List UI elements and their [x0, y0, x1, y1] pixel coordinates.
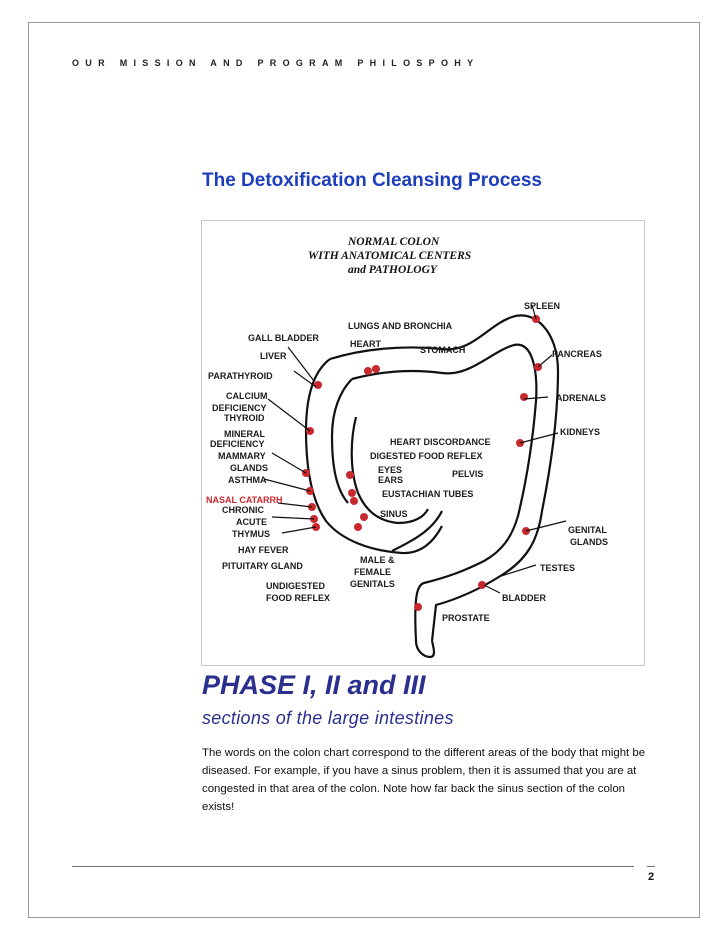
label-hay-fever: HAY FEVER — [238, 545, 289, 555]
label-glands-2: GLANDS — [570, 537, 608, 547]
phase-heading: PHASE I, II and III — [202, 670, 426, 700]
label-mammary: MAMMARY — [218, 451, 266, 461]
label-heart: HEART — [350, 339, 382, 349]
label-heart-discordance: HEART DISCORDANCE — [390, 437, 491, 447]
label-mineral: MINERAL — [224, 429, 265, 439]
label-female: FEMALE — [354, 567, 391, 577]
label-thymus: THYMUS — [232, 529, 270, 539]
label-sinus: SINUS — [380, 509, 408, 519]
label-eustachian-tubes: EUSTACHIAN TUBES — [382, 489, 473, 499]
chart-title-line-3: and PATHOLOGY — [348, 264, 438, 276]
label-nasal-catarrh: NASAL CATARRH — [206, 495, 283, 505]
leader-lines — [263, 304, 567, 594]
label-testes: TESTES — [540, 563, 575, 573]
label-pelvis: PELVIS — [452, 469, 483, 479]
body-paragraph: The words on the colon chart correspond … — [202, 747, 646, 813]
label-undigested: UNDIGESTED — [266, 581, 326, 591]
label-lungs: LUNGS AND BRONCHIA — [348, 321, 453, 331]
colon-outline — [304, 314, 560, 659]
label-stomach: STOMACH — [420, 345, 465, 355]
label-chronic: CHRONIC — [222, 505, 264, 515]
label-kidneys: KIDNEYS — [560, 427, 600, 437]
label-digested-food-reflex: DIGESTED FOOD REFLEX — [370, 451, 483, 461]
label-pituitary-gland: PITUITARY GLAND — [222, 561, 303, 571]
label-male: MALE & — [360, 555, 395, 565]
label-adrenals: ADRENALS — [556, 393, 606, 403]
label-genital: GENITAL — [568, 525, 607, 535]
label-asthma: ASTHMA — [228, 475, 267, 485]
label-glands: GLANDS — [230, 463, 268, 473]
footer-rule — [72, 866, 634, 867]
label-deficiency-2: DEFICIENCY — [210, 439, 265, 449]
colon-chart-figure: NORMAL COLON WITH ANATOMICAL CENTERS and… — [201, 220, 645, 666]
label-genitals: GENITALS — [350, 579, 395, 589]
phase-subtitle: sections of the large intestines — [202, 708, 454, 728]
footer-page-mark — [647, 866, 655, 867]
running-header: OUR MISSION AND PROGRAM PHILOSPOHY — [72, 58, 480, 68]
label-bladder: BLADDER — [502, 593, 546, 603]
label-calcium: CALCIUM — [226, 391, 268, 401]
pathology-dots — [302, 315, 542, 611]
label-pancreas: PANCREAS — [552, 349, 602, 359]
label-eyes: EYES — [378, 465, 402, 475]
label-acute: ACUTE — [236, 517, 267, 527]
label-prostate: PROSTATE — [442, 613, 490, 623]
label-ears: EARS — [378, 475, 403, 485]
colon-chart: NORMAL COLON WITH ANATOMICAL CENTERS and… — [206, 236, 608, 659]
page-title: The Detoxification Cleansing Process — [202, 170, 542, 191]
chart-title-line-1: NORMAL COLON — [347, 236, 440, 248]
label-spleen: SPLEEN — [524, 301, 560, 311]
page-number: 2 — [648, 871, 655, 883]
page-border — [28, 22, 700, 918]
label-thyroid: THYROID — [224, 413, 265, 423]
label-deficiency-1: DEFICIENCY — [212, 403, 267, 413]
label-parathyroid: PARATHYROID — [208, 371, 273, 381]
label-gall-bladder: GALL BLADDER — [248, 333, 319, 343]
label-food-reflex: FOOD REFLEX — [266, 593, 330, 603]
label-liver: LIVER — [260, 351, 287, 361]
chart-title-line-2: WITH ANATOMICAL CENTERS — [308, 250, 471, 262]
